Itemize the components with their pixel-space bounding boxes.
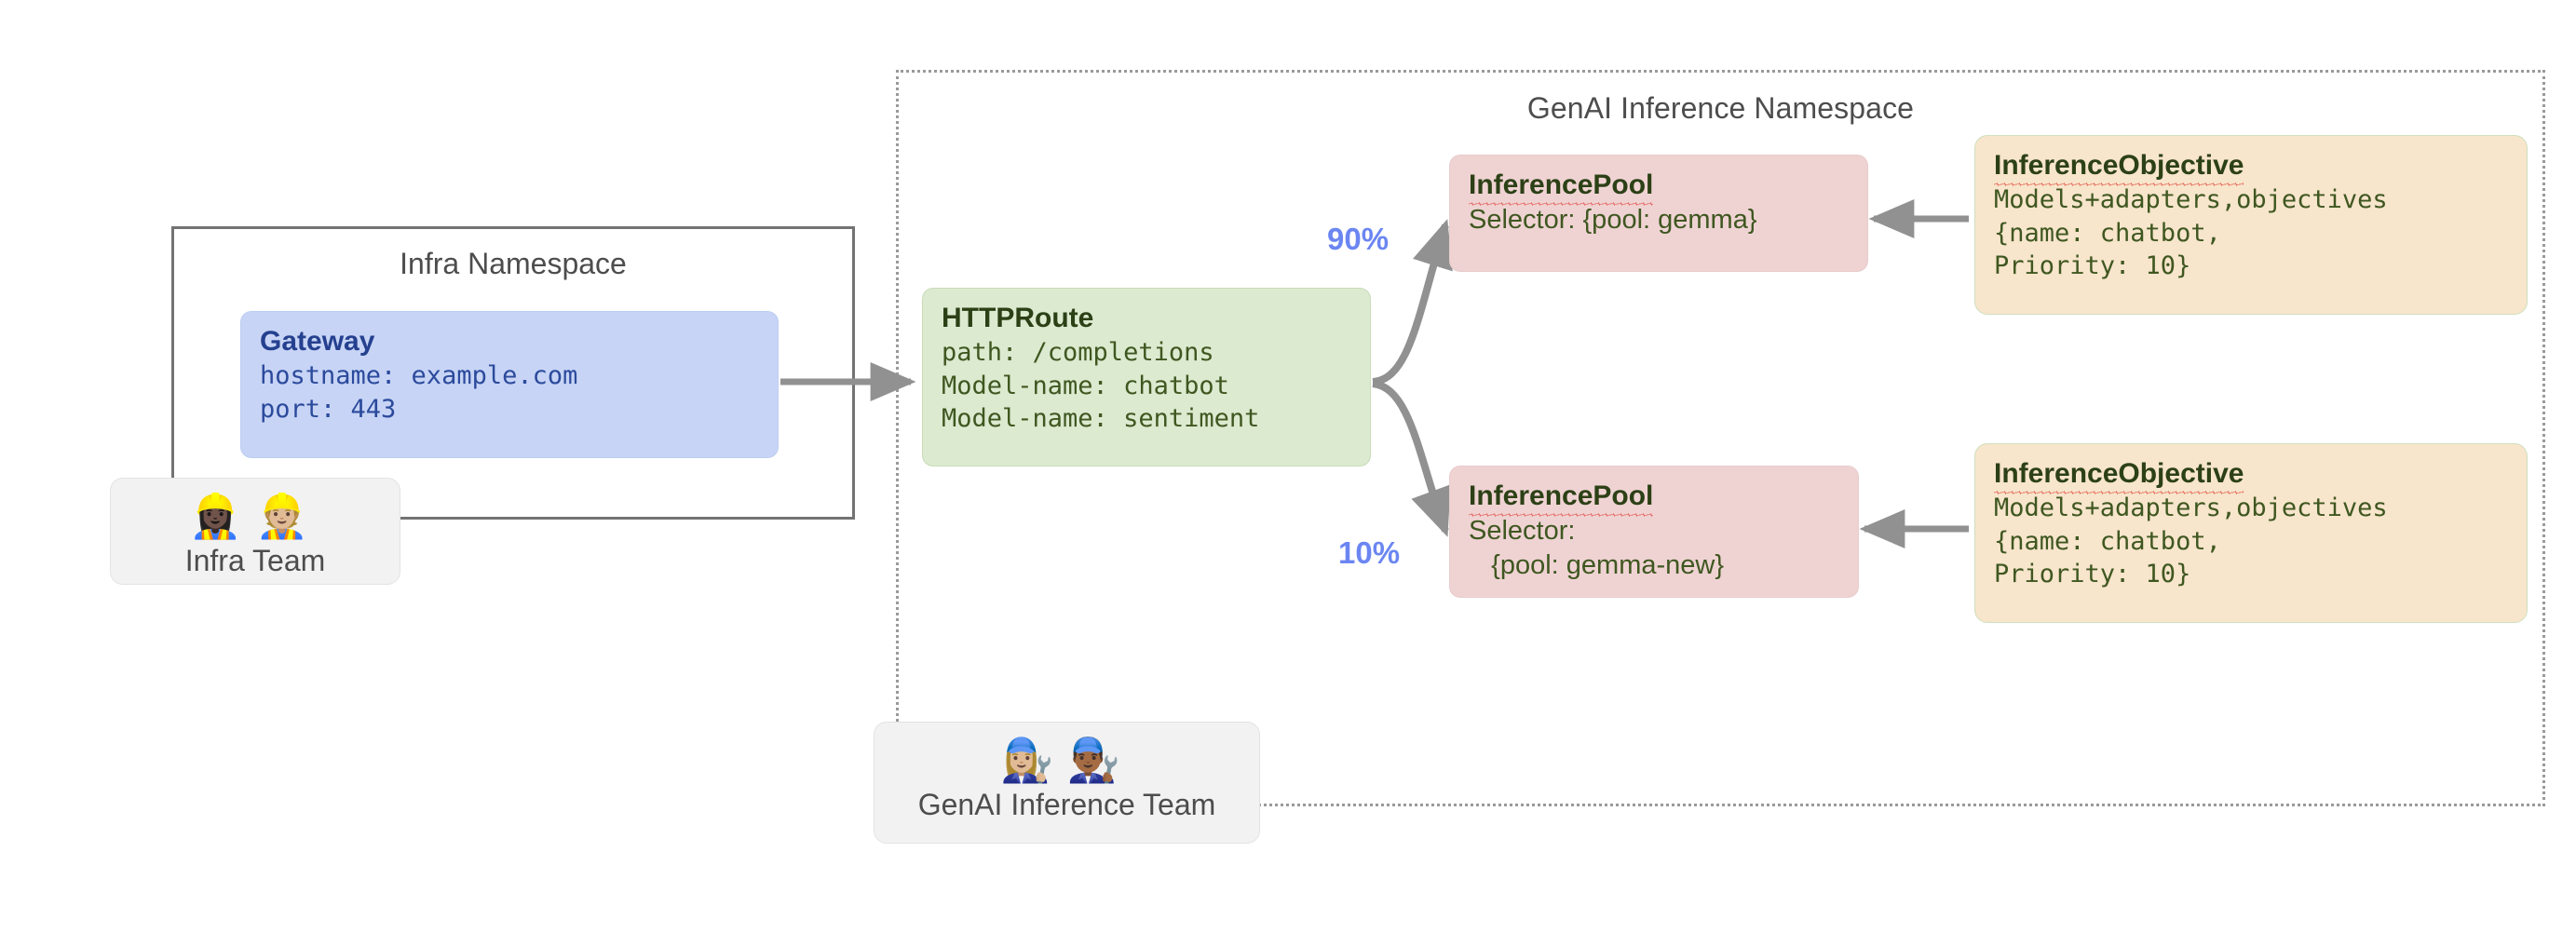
httproute-model-name-chatbot: Model-name: chatbot bbox=[942, 371, 1229, 400]
mechanics-icon: 👩🏼‍🔧👨🏾‍🔧 bbox=[1000, 735, 1133, 785]
infra-team-card[interactable]: 👷🏿‍♀️👷🏼 Infra Team bbox=[110, 478, 400, 585]
spellcheck-squiggle: InferencePool bbox=[1469, 480, 1654, 517]
traffic-weight-10-label: 10% bbox=[1338, 535, 1401, 570]
construction-workers-icon: 👷🏿‍♀️👷🏼 bbox=[188, 491, 322, 541]
inferencepool-gemma-new-title: InferencePool bbox=[1469, 480, 1841, 517]
genai-inference-team-card[interactable]: 👩🏼‍🔧👨🏾‍🔧 GenAI Inference Team bbox=[874, 722, 1260, 844]
httproute-path: path: /completions bbox=[942, 337, 1214, 367]
inferenceobjective-top-models: Models+adapters,objectives bbox=[1994, 184, 2388, 214]
genai-inference-namespace-container bbox=[896, 70, 2545, 806]
inferencepool-gemma-title: InferencePool bbox=[1469, 169, 1851, 206]
inferencepool-gemma-new-selector-label: Selector: bbox=[1469, 515, 1576, 546]
inferenceobjective-top-priority: Priority: 10} bbox=[1994, 251, 2191, 281]
inferencepool-gemma-new-selector-value: {pool: gemma-new} bbox=[1469, 550, 1725, 581]
inferenceobjective-bottom-models: Models+adapters,objectives bbox=[1994, 493, 2388, 522]
inferencepool-gemma-new-box[interactable]: InferencePool Selector: {pool: gemma-new… bbox=[1449, 466, 1859, 598]
inferenceobjective-bottom-priority: Priority: 10} bbox=[1994, 560, 2191, 589]
infra-namespace-container bbox=[171, 226, 855, 520]
gateway-title: Gateway bbox=[260, 326, 375, 357]
gateway-resource-box[interactable]: Gateway hostname: example.com port: 443 bbox=[240, 311, 779, 458]
inferenceobjective-bottom-name: {name: chatbot, bbox=[1994, 526, 2221, 556]
traffic-weight-90-label: 90% bbox=[1327, 222, 1390, 256]
httproute-model-name-sentiment: Model-name: sentiment bbox=[942, 404, 1260, 434]
inferenceobjective-top-name: {name: chatbot, bbox=[1994, 218, 2221, 248]
httproute-title: HTTPRoute bbox=[942, 303, 1094, 333]
spellcheck-squiggle: InferencePool bbox=[1469, 169, 1654, 206]
gateway-port: port: 443 bbox=[260, 394, 397, 424]
genai-inference-namespace-title: GenAI Inference Namespace bbox=[1526, 91, 1915, 125]
infra-namespace-title: Infra Namespace bbox=[400, 247, 627, 280]
inferenceobjective-bottom-title: InferenceObjective bbox=[1994, 457, 2510, 494]
gateway-hostname: hostname: example.com bbox=[260, 360, 578, 390]
infra-team-label: Infra Team bbox=[184, 544, 326, 578]
genai-inference-team-label: GenAI Inference Team bbox=[917, 788, 1216, 822]
inferenceobjective-bottom-box[interactable]: InferenceObjective Models+adapters,objec… bbox=[1974, 443, 2528, 623]
spellcheck-squiggle: InferenceObjective bbox=[1994, 457, 2244, 494]
httproute-resource-box[interactable]: HTTPRoute path: /completions Model-name:… bbox=[922, 288, 1371, 466]
inferencepool-gemma-selector: Selector: {pool: gemma} bbox=[1469, 204, 1757, 235]
spellcheck-squiggle: InferenceObjective bbox=[1994, 149, 2244, 186]
inferenceobjective-top-box[interactable]: InferenceObjective Models+adapters,objec… bbox=[1974, 135, 2528, 315]
inferencepool-gemma-box[interactable]: InferencePool Selector: {pool: gemma} bbox=[1449, 155, 1868, 272]
inferenceobjective-top-title: InferenceObjective bbox=[1994, 149, 2510, 186]
